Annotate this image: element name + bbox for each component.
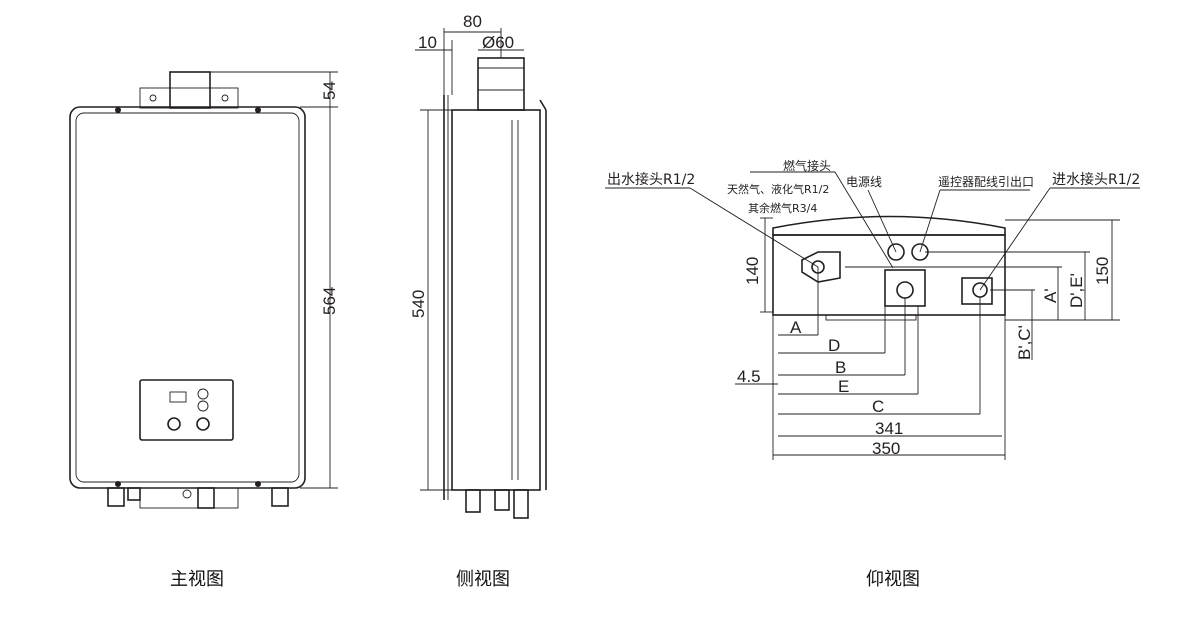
control-panel [139,379,234,441]
dim-C: C [872,397,884,416]
power-button-icon [167,417,181,431]
label-gas-natural: 天然气、液化气R1/2 [727,182,829,196]
dim-54: 54 [320,81,339,100]
dim-E: E [838,377,849,396]
dim-140: 140 [743,257,762,285]
side-view-caption: 侧视图 [456,569,510,590]
dim-341: 341 [875,419,903,438]
water-out-fitting [801,251,841,283]
water-in-fitting [961,277,993,305]
dim-B-C-prime: B',C' [1015,325,1034,360]
display-icon [169,391,187,403]
dim-150: 150 [1093,257,1112,285]
down-button-icon [197,400,209,412]
label-water-out: 出水接头R1/2 [607,171,695,188]
dim-10: 10 [418,33,437,52]
power-cord-icon [887,243,905,261]
dim-A-prime: A' [1041,288,1060,303]
side-body [451,109,541,491]
side-flue [477,57,525,111]
dim-A: A [790,318,802,337]
dim-D: D [828,336,840,355]
label-gas: 燃气接头 [783,158,831,173]
mode-button-icon [196,417,210,431]
dim-350: 350 [872,439,900,458]
dim-D-E-prime: D',E' [1067,273,1086,308]
dim-564: 564 [320,287,339,315]
mount-bracket [139,87,239,109]
dim-4-5: 4.5 [737,367,761,386]
label-power: 电源线 [846,175,882,189]
label-gas-other: 其余燃气R3/4 [748,201,817,215]
front-body [69,106,306,489]
dim-flue-diameter: Ø60 [482,33,514,52]
flue-pipe [169,71,211,109]
front-view-caption: 主视图 [170,569,224,590]
up-button-icon [197,388,209,400]
bottom-view: 出水接头R1/2 燃气接头 天然气、液化气R1/2 其余燃气R3/4 电源线 遥… [605,158,1140,590]
dim-80: 80 [463,12,482,31]
side-view: 80 10 Ø60 540 侧视图 [409,12,547,590]
dim-540: 540 [409,290,428,318]
front-view: 54 564 主视图 [69,71,339,590]
dim-B: B [835,358,846,377]
label-remote-outlet: 遥控器配线引出口 [938,175,1034,189]
bottom-view-caption: 仰视图 [866,569,920,590]
label-water-in: 进水接头R1/2 [1052,171,1140,188]
bottom-top-edge [772,215,1006,236]
